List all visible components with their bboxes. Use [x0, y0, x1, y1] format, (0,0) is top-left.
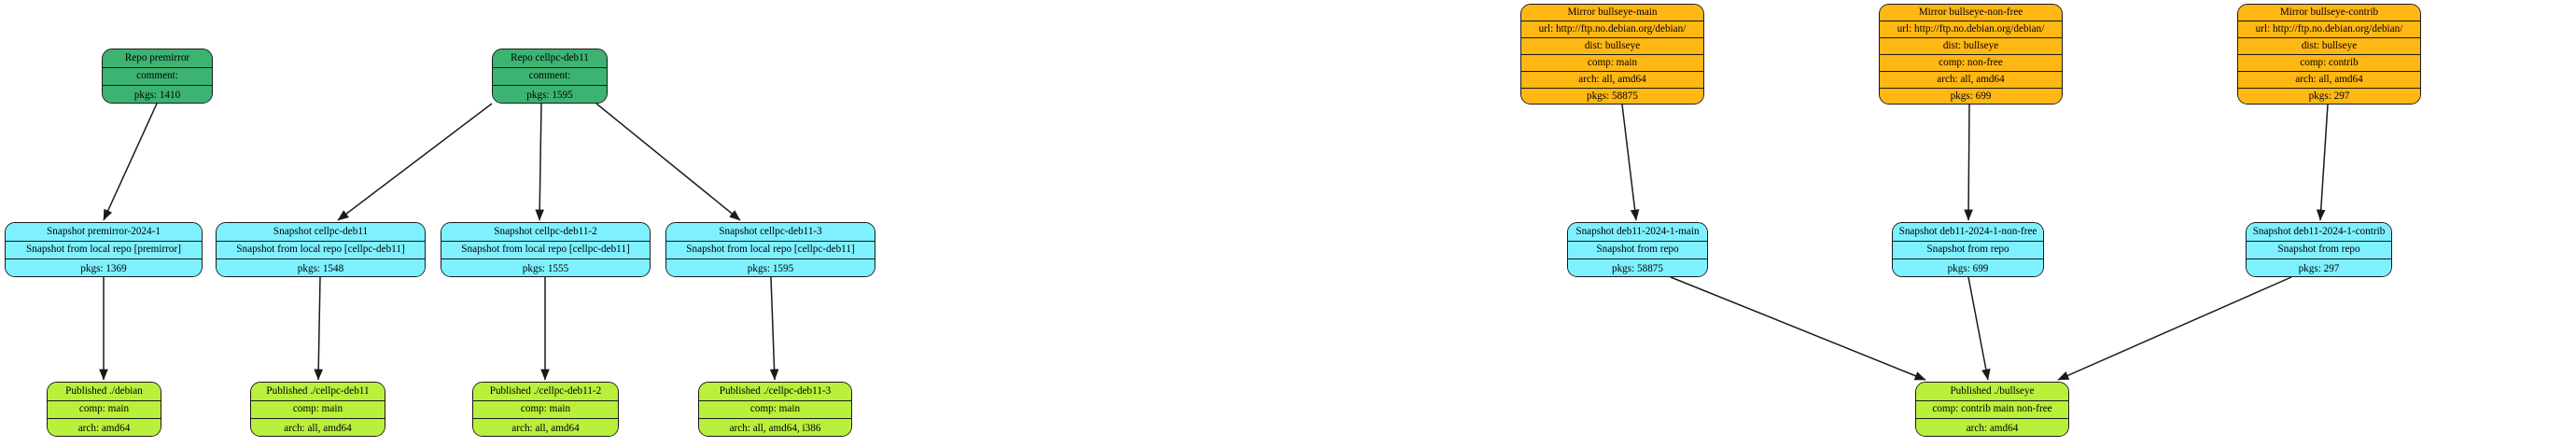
node-title: Published ./bullseye	[1916, 383, 2068, 401]
node-field: arch: all, amd64	[251, 419, 385, 436]
node-title: Published ./cellpc-deb11-2	[473, 383, 618, 401]
node-field: pkgs: 297	[2247, 259, 2391, 276]
edge-repo-cellpc-deb11-to-snapshot-cellpc-deb11	[337, 103, 493, 221]
node-field: Snapshot from repo	[1893, 241, 2043, 260]
edge-snapshot-cellpc-deb11-3-to-published-cellpc-deb11-3	[769, 276, 779, 381]
node-field: comp: contrib	[2238, 55, 2420, 72]
node-field: Snapshot from repo	[2247, 241, 2391, 260]
node-field: pkgs: 1369	[6, 259, 202, 276]
node-field: comp: main	[473, 400, 618, 420]
node-title: Snapshot cellpc-deb11	[217, 223, 425, 242]
node-field: pkgs: 1595	[666, 259, 875, 276]
node-field: dist: bullseye	[1521, 38, 1703, 55]
node-field: Snapshot from repo	[1568, 241, 1707, 260]
node-field: Snapshot from local repo [cellpc-deb11]	[666, 241, 875, 260]
node-field: arch: amd64	[48, 419, 161, 436]
node-field: dist: bullseye	[2238, 38, 2420, 55]
node-title: Repo cellpc-deb11	[493, 49, 607, 68]
node-title: Repo premirror	[103, 49, 212, 68]
node-field: comp: main	[699, 400, 851, 420]
node-title: Mirror bullseye-contrib	[2238, 5, 2420, 21]
node-field: pkgs: 1410	[103, 86, 212, 103]
edge-repo-cellpc-deb11-to-snapshot-cellpc-deb11-2	[535, 103, 544, 221]
node-field: dist: bullseye	[1880, 38, 2062, 55]
node-field: pkgs: 1548	[217, 259, 425, 276]
node-field: comment:	[493, 67, 607, 87]
node-title: Snapshot deb11-2024-1-non-free	[1893, 223, 2043, 242]
node-field: comp: contrib main non-free	[1916, 400, 2068, 420]
node-title: Snapshot cellpc-deb11-3	[666, 223, 875, 242]
node-field: comp: main	[251, 400, 385, 420]
node-field: pkgs: 1555	[441, 259, 650, 276]
edge-mirror-bullseye-contrib-to-snapshot-deb11-2024-1-contrib	[2316, 104, 2329, 221]
edge-mirror-bullseye-main-to-snapshot-deb11-2024-1-main	[1621, 104, 1640, 221]
node-field: comp: non-free	[1880, 55, 2062, 72]
node-field: comp: main	[48, 400, 161, 420]
edge-snapshot-deb11-2024-1-contrib-to-published-bullseye	[2057, 276, 2292, 381]
edge-snapshot-deb11-2024-1-main-to-published-bullseye	[1670, 276, 1926, 381]
node-field: arch: all, amd64, i386	[699, 419, 851, 436]
edge-snapshot-deb11-2024-1-non-free-to-published-bullseye	[1967, 276, 1991, 381]
node-field: arch: all, amd64	[1521, 72, 1703, 89]
node-field: arch: all, amd64	[1880, 72, 2062, 89]
node-field: pkgs: 699	[1893, 259, 2043, 276]
node-title: Published ./cellpc-deb11	[251, 383, 385, 401]
node-field: pkgs: 58875	[1568, 259, 1707, 276]
node-field: arch: all, amd64	[2238, 72, 2420, 89]
node-field: Snapshot from local repo [cellpc-deb11]	[441, 241, 650, 260]
node-field: comp: main	[1521, 55, 1703, 72]
edge-snapshot-cellpc-deb11-to-published-cellpc-deb11	[314, 276, 324, 381]
node-field: Snapshot from local repo [cellpc-deb11]	[217, 241, 425, 260]
node-field: Snapshot from local repo [premirror]	[6, 241, 202, 260]
node-title: Published ./debian	[48, 383, 161, 401]
node-field: url: http://ftp.no.debian.org/debian/	[1880, 21, 2062, 38]
node-field: arch: all, amd64	[473, 419, 618, 436]
node-title: Published ./cellpc-deb11-3	[699, 383, 851, 401]
node-title: Snapshot premirror-2024-1	[6, 223, 202, 242]
node-title: Mirror bullseye-main	[1521, 5, 1703, 21]
node-title: Snapshot deb11-2024-1-contrib	[2247, 223, 2391, 242]
node-field: url: http://ftp.no.debian.org/debian/	[2238, 21, 2420, 38]
edge-repo-cellpc-deb11-to-snapshot-cellpc-deb11-3	[595, 103, 741, 221]
node-field: arch: amd64	[1916, 419, 2068, 436]
node-title: Snapshot cellpc-deb11-2	[441, 223, 650, 242]
node-field: comment:	[103, 67, 212, 87]
node-field: url: http://ftp.no.debian.org/debian/	[1521, 21, 1703, 38]
node-title: Mirror bullseye-non-free	[1880, 5, 2062, 21]
edge-mirror-bullseye-non-free-to-snapshot-deb11-2024-1-non-free	[1964, 104, 1973, 221]
node-field: pkgs: 1595	[493, 86, 607, 103]
node-field: pkgs: 297	[2238, 89, 2420, 104]
node-field: pkgs: 699	[1880, 89, 2062, 104]
edge-repo-premirror-to-snapshot-premirror-2024-1	[103, 103, 158, 221]
node-field: pkgs: 58875	[1521, 89, 1703, 104]
node-title: Snapshot deb11-2024-1-main	[1568, 223, 1707, 242]
